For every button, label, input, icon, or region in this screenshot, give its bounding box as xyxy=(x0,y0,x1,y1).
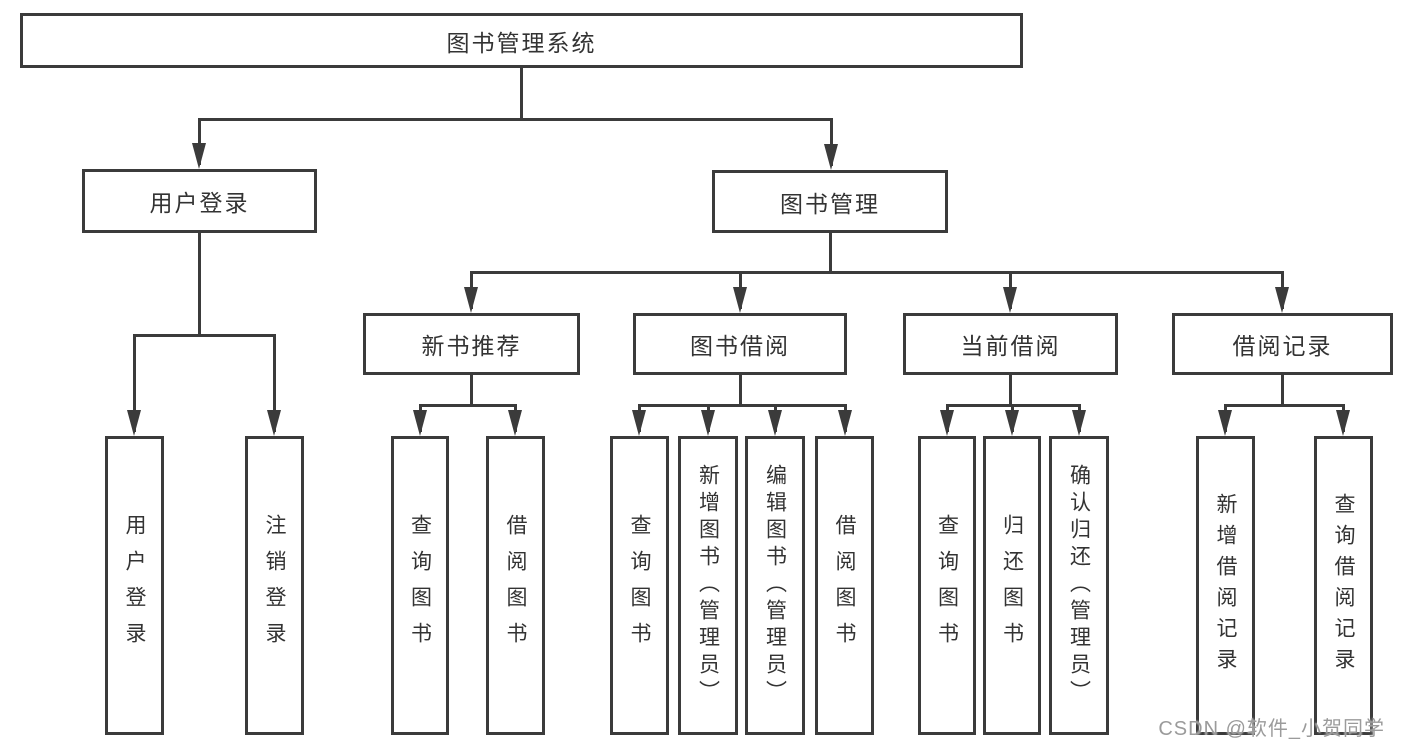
arrow-down-icon xyxy=(823,144,838,170)
connector-line xyxy=(829,119,833,166)
connector-line xyxy=(197,233,201,335)
watermark: CSDN @软件_小贺同学 xyxy=(1158,718,1385,740)
node-leaf-query-book-cur: 查询图书 xyxy=(918,436,976,735)
connector-line xyxy=(1008,375,1012,405)
node-leaf-query-book-rec: 查询图书 xyxy=(391,436,449,735)
node-user-login: 用户登录 xyxy=(82,169,317,233)
connector-line xyxy=(132,333,276,337)
arrow-down-icon xyxy=(191,143,206,169)
node-borrowing-records: 借阅记录 xyxy=(1172,313,1393,375)
node-leaf-add-book-admin: 新增图书（管理员） xyxy=(678,436,738,735)
connector-line xyxy=(1223,403,1345,407)
connector-line xyxy=(197,117,833,121)
arrow-down-icon xyxy=(126,410,141,436)
node-system: 图书管理系统 xyxy=(20,13,1023,68)
arrow-down-icon xyxy=(1071,410,1086,436)
node-leaf-logout: 注销登录 xyxy=(245,436,304,735)
connector-line xyxy=(132,335,136,432)
node-book-management: 图书管理 xyxy=(712,170,948,233)
connector-line xyxy=(738,375,742,405)
node-leaf-query-book-bor: 查询图书 xyxy=(610,436,669,735)
arrow-down-icon xyxy=(631,410,646,436)
node-current-borrowing: 当前借阅 xyxy=(903,313,1118,375)
connector-line xyxy=(828,233,832,272)
arrow-down-icon xyxy=(1004,410,1019,436)
connector-line xyxy=(519,68,523,119)
arrow-down-icon xyxy=(700,410,715,436)
node-leaf-edit-book-admin: 编辑图书（管理员） xyxy=(745,436,805,735)
arrow-down-icon xyxy=(837,410,852,436)
node-new-book-recommend: 新书推荐 xyxy=(363,313,580,375)
arrow-down-icon xyxy=(767,410,782,436)
connector-line xyxy=(272,335,276,432)
connector-line xyxy=(197,119,201,165)
connector-line xyxy=(637,403,847,407)
connector-line xyxy=(469,270,1284,274)
node-leaf-add-borrow-rec: 新增借阅记录 xyxy=(1196,436,1255,735)
arrow-down-icon xyxy=(1274,287,1289,313)
node-leaf-user-login: 用户登录 xyxy=(105,436,164,735)
node-book-borrowing: 图书借阅 xyxy=(633,313,847,375)
connector-line xyxy=(1280,375,1284,405)
node-leaf-borrow-book-rec: 借阅图书 xyxy=(486,436,545,735)
arrow-down-icon xyxy=(507,410,522,436)
arrow-down-icon xyxy=(1217,410,1232,436)
arrow-down-icon xyxy=(463,287,478,313)
arrow-down-icon xyxy=(732,287,747,313)
arrow-down-icon xyxy=(939,410,954,436)
arrow-down-icon xyxy=(1002,287,1017,313)
arrow-down-icon xyxy=(266,410,281,436)
node-leaf-query-borrow-rec: 查询借阅记录 xyxy=(1314,436,1373,735)
arrow-down-icon xyxy=(412,410,427,436)
node-leaf-confirm-return: 确认归还（管理员） xyxy=(1049,436,1109,735)
arrow-down-icon xyxy=(1335,410,1350,436)
connector-line xyxy=(469,375,473,405)
node-leaf-return-book: 归还图书 xyxy=(983,436,1041,735)
node-leaf-borrow-book: 借阅图书 xyxy=(815,436,874,735)
connector-line xyxy=(418,403,517,407)
